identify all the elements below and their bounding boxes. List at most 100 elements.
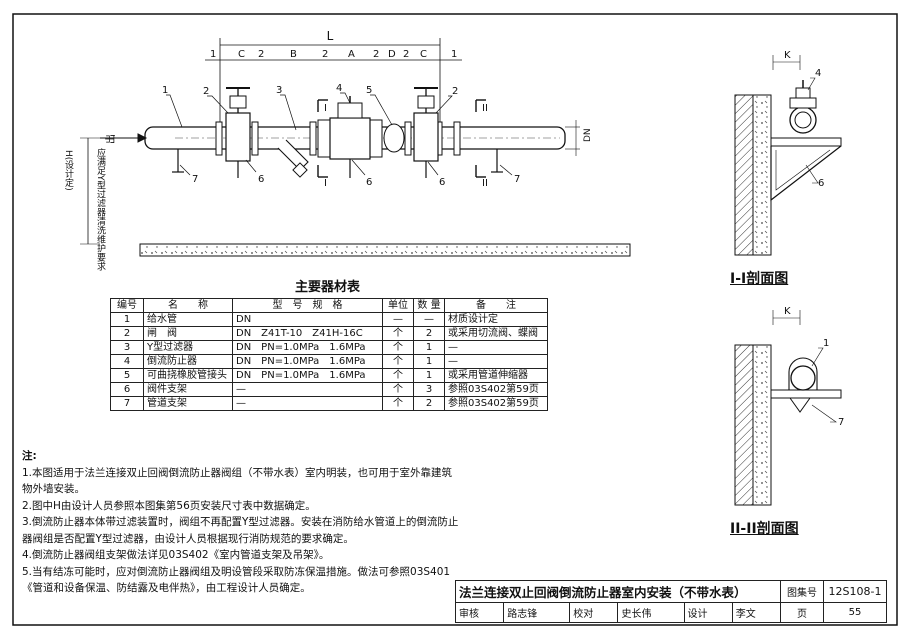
section-ii-dim-k: K [784,306,791,317]
cell-unit: 个 [382,396,414,411]
notes-title: 注: [22,450,37,462]
cell-name: 可曲挠橡胶管接头 [143,368,233,383]
cell-remark: 或采用管道伸缩器 [444,368,548,383]
review-label: 审核 [454,602,505,623]
callout-2-right: 2 [452,86,458,97]
label-note-vertical: 应满足Y型过滤器清洗维护要求 [95,147,106,271]
cell-qty: — [413,312,445,327]
cell-unit: 个 [382,354,414,369]
cell-spec: — [232,382,383,397]
callout-6-right: 6 [439,177,445,188]
section-i-drawing [734,55,842,256]
cell-qty: 3 [413,382,445,397]
cell-unit: — [382,312,414,327]
cell-no: 3 [110,340,144,355]
cell-name: 倒流防止器 [143,354,233,369]
pipe-assembly [80,87,580,245]
label-h: H(设计定) [63,150,74,191]
dimension-l [205,38,462,125]
cell-remark: 或采用切流阀、蝶阀 [444,326,548,341]
cell-remark: 参照03S402第59页 [444,396,548,411]
cell-name: 闸 阀 [143,326,233,341]
title-block: 法兰连接双止回阀倒流防止器室内安装（不带水表） 图集号 12S108-1 审核 … [454,580,887,623]
dim-top-2: 2 [258,49,264,60]
atlas-number: 12S108-1 [823,580,887,603]
cell-no: 7 [110,396,144,411]
header-qty: 数 量 [413,298,445,313]
title-block-title: 法兰连接双止回阀倒流防止器室内安装（不带水表） [455,580,781,603]
dim-top-6: 2 [373,49,379,60]
floor-slab [139,243,631,257]
cell-qty: 1 [413,340,445,355]
cell-qty: 2 [413,326,445,341]
callout-7-left: 7 [192,174,198,185]
cell-no: 6 [110,382,144,397]
section-ii-callout-1: 1 [823,338,829,349]
note-item: 3.倒流防止器本体带过滤装置时，阀组不再配置Y型过滤器。安装在消防给水管道上的倒… [22,516,459,545]
header-remark: 备 注 [444,298,548,313]
section-mark-ii-bottom: II [482,178,488,189]
cell-spec: DN PN=1.0MPa 1.6MPa [232,368,383,383]
notes-section: 注: 1.本图适用于法兰连接双止回阀倒流防止器阀组（不带水表）室内明装，也可用于… [22,448,462,597]
cell-no: 4 [110,354,144,369]
note-item: 1.本图适用于法兰连接双止回阀倒流防止器阀组（不带水表）室内明装，也可用于室外靠… [22,466,453,496]
dim-top-3: B [290,49,297,60]
header-unit: 单位 [382,298,414,313]
callout-4: 4 [336,83,342,94]
cell-remark: — [444,354,548,369]
callout-6-left: 6 [258,174,264,185]
dim-top-1: C [238,49,245,60]
note-item: 5.当有结冻可能时，应对倒流防止器阀组及明设管段采取防冻保温措施。做法可参照03… [22,565,451,595]
cell-name: 给水管 [143,312,233,327]
cell-name: 阀件支架 [143,382,233,397]
note-item: 4.倒流防止器阀组支架做法详见03S402《室内管道支架及吊架》。 [22,549,330,561]
label-outlet: 出 [104,134,117,144]
cell-no: 2 [110,326,144,341]
dim-top-7: D [388,49,396,60]
cell-qty: 1 [413,368,445,383]
callout-7-right: 7 [514,174,520,185]
cell-no: 1 [110,312,144,327]
section-ii-callout-7: 7 [838,417,844,428]
header-spec: 型 号 规 格 [232,298,383,313]
label-dn: DN [583,128,593,142]
materials-header-row: 编号 名 称 型 号 规 格 单位 数 量 备 注 [110,298,548,313]
section-i-dim-k: K [784,50,791,61]
cell-unit: 个 [382,326,414,341]
cell-unit: 个 [382,382,414,397]
dim-top-10: 1 [451,49,457,60]
design-label: 设计 [683,602,733,623]
cell-remark: 参照03S402第59页 [444,382,548,397]
cell-spec: — [232,396,383,411]
callout-6-middle: 6 [366,177,372,188]
callout-1: 1 [162,85,168,96]
checker-name: 史长伟 [617,602,685,623]
dim-l-label: L [327,29,334,43]
cell-remark: 材质设计定 [444,312,548,327]
callout-leaders [166,92,513,176]
header-name: 名 称 [143,298,233,313]
drawing-frame [12,13,898,626]
header-no: 编号 [110,298,144,313]
dim-top-0: 1 [210,49,216,60]
cell-remark: — [444,340,548,355]
cell-qty: 1 [413,354,445,369]
reviewer-name: 路志锋 [503,602,571,623]
cell-spec: DN PN=1.0MPa 1.6MPa [232,354,383,369]
dim-top-9: C [420,49,427,60]
section-ii-drawing [734,310,842,506]
cell-qty: 2 [413,396,445,411]
page-label: 页 [780,602,824,623]
cell-unit: 个 [382,368,414,383]
cell-spec: DN PN=1.0MPa 1.6MPa [232,340,383,355]
